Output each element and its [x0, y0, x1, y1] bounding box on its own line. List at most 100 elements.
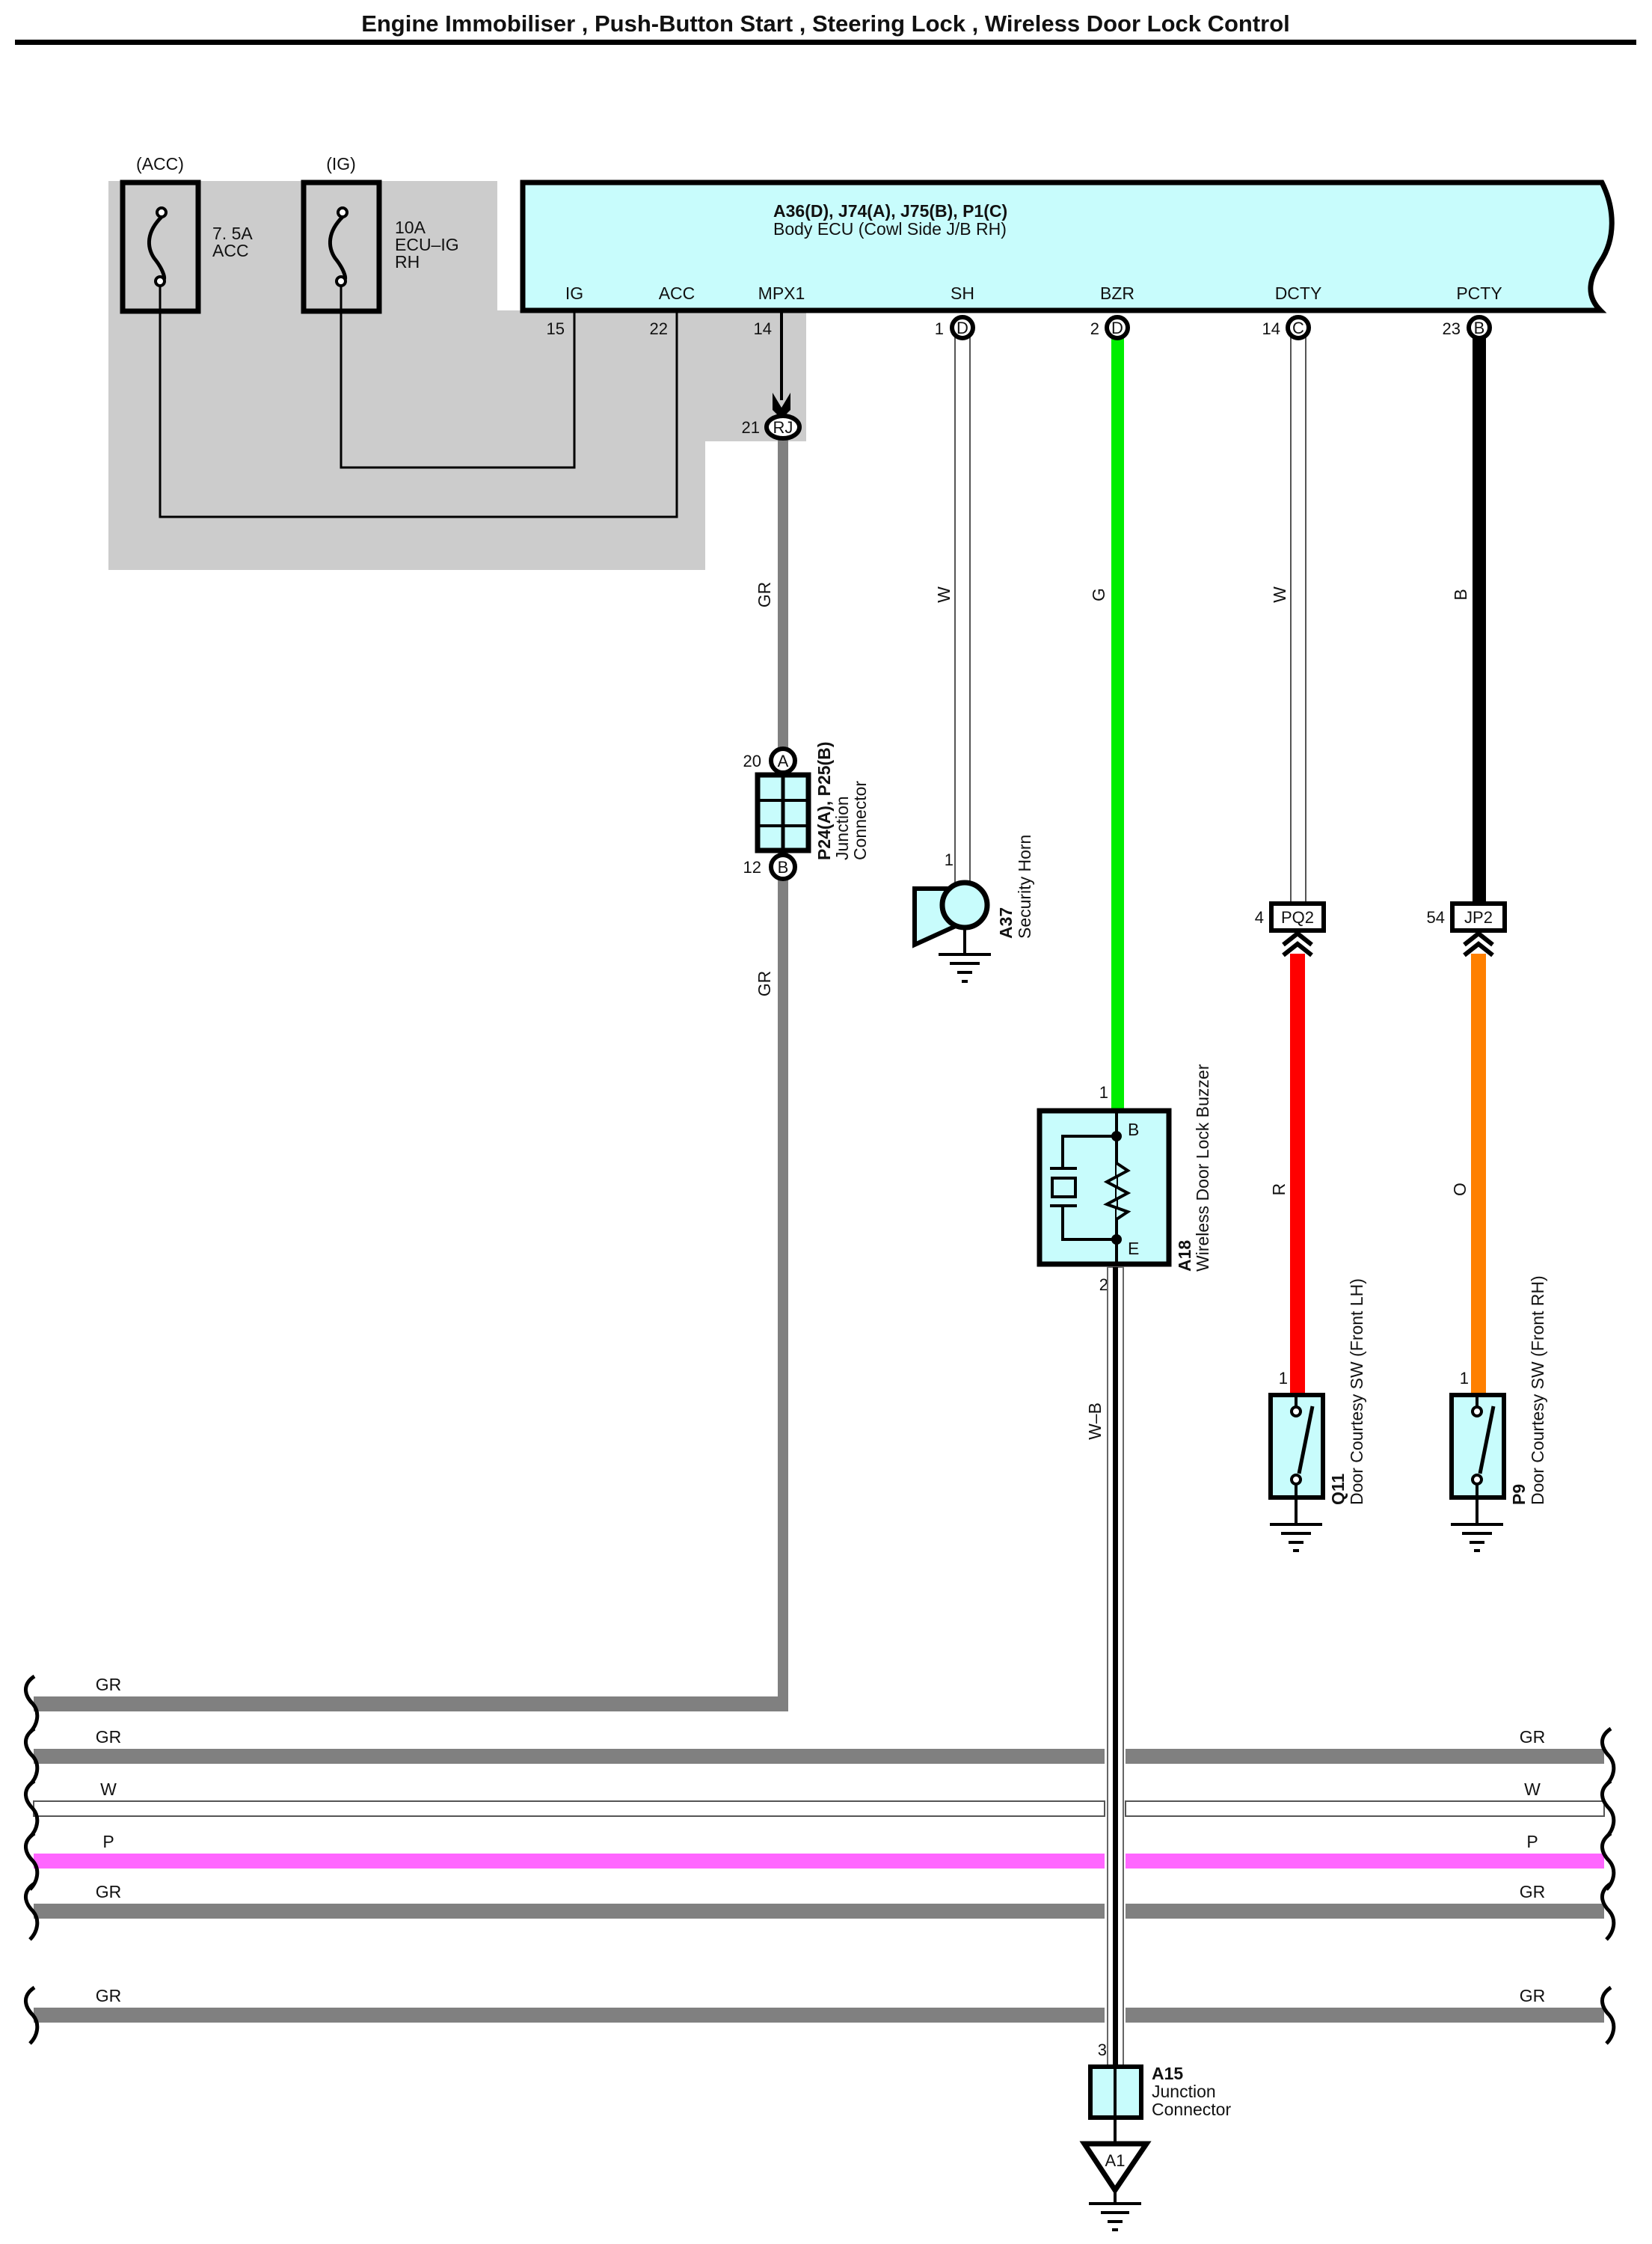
bus-wire-right-label: GR: [1520, 1882, 1546, 1901]
bus-wire-6-segment-2: [1126, 2008, 1604, 2023]
horn-name: Security Horn: [1015, 835, 1034, 939]
wire-g-bzr: [1111, 337, 1124, 1111]
bus-wire-3-segment-1: [33, 1800, 1105, 1817]
wire-acc-feed: [159, 286, 678, 518]
wire-break-icon: [1600, 1831, 1616, 1891]
pin-pcty: 23: [1443, 319, 1461, 338]
bus-wire-left-label: GR: [96, 1727, 122, 1747]
bus-wire-right-label: GR: [1520, 1986, 1546, 2005]
buzzer-pin-in: 1: [1099, 1083, 1108, 1102]
jp2-pin: 54: [1427, 908, 1445, 927]
wire-w-sh: [954, 336, 971, 883]
wire-r: [1290, 954, 1305, 1395]
fuse-ig-name: ECU–IG: [395, 235, 459, 254]
body-ecu-name: Body ECU (Cowl Side J/B RH): [773, 219, 1007, 239]
body-ecu: A36(D), J74(A), J75(B), P1(C) Body ECU (…: [520, 180, 1615, 313]
fuse-ig-rating: 10A: [395, 218, 426, 237]
wire-break-icon: [1600, 1726, 1616, 1786]
q11-id: Q11: [1328, 1474, 1348, 1505]
chevron-up-icon: [1282, 931, 1313, 957]
switch-icon: [1297, 1405, 1315, 1474]
a15-id: A15: [1152, 2064, 1183, 2083]
bus-wire-left-label: GR: [96, 1986, 122, 2005]
p24-pin-top: 20: [743, 752, 761, 770]
wire-label-b: B: [1451, 589, 1470, 600]
diagram-title: Engine Immobiliser , Push-Button Start ,…: [361, 10, 1290, 37]
wire-break-icon: [24, 1779, 40, 1839]
bus-wire-right-label: GR: [1520, 1727, 1546, 1747]
bzr-connector: [1105, 315, 1130, 340]
fuse-acc-source: (ACC): [136, 154, 184, 174]
body-ecu-connectors: A36(D), J74(A), J75(B), P1(C): [773, 201, 1007, 221]
bus-wire-6-segment-1: [34, 2008, 1105, 2023]
buzzer-term-e: E: [1128, 1239, 1139, 1258]
bus-wire-2-segment-2: [1126, 1749, 1604, 1764]
p24-conn-top: A: [778, 752, 789, 770]
wire-break-icon: [1600, 1985, 1616, 2045]
wire-w-dcty: [1290, 336, 1306, 904]
pin-bzr: 2: [1090, 319, 1099, 338]
p9-name: Door Courtesy SW (Front RH): [1528, 1275, 1547, 1505]
fuse-acc-rating: 7. 5A: [212, 224, 253, 243]
ground-icon: [1270, 1523, 1322, 1552]
p9-pin: 1: [1460, 1369, 1469, 1388]
connector-arrow-icon: [773, 393, 790, 419]
body-ecu-box: [520, 180, 1615, 313]
buzzer-name: Wireless Door Lock Buzzer: [1193, 1064, 1212, 1272]
p24-name2: Connector: [850, 781, 870, 860]
wire-break-icon: [1600, 1881, 1616, 1941]
bus-wire-5-segment-1: [34, 1904, 1105, 1919]
ground-icon: [1451, 1523, 1503, 1552]
fuse-ig-source: (IG): [326, 154, 356, 174]
bus-wire-4-segment-1: [34, 1854, 1105, 1869]
a15-name1: Junction: [1152, 2082, 1216, 2101]
sh-connector: [950, 315, 975, 340]
bus-wire-3-segment-2: [1125, 1800, 1605, 1817]
pin-dcty: 14: [1262, 319, 1280, 338]
buzzer-term-b: B: [1128, 1120, 1139, 1139]
fuse-ig-name2: RH: [395, 252, 420, 272]
jp2-label: JP2: [1464, 908, 1493, 927]
inline-connector-jp2: JP2 54: [1427, 901, 1507, 957]
resistor-icon: [1103, 1162, 1131, 1221]
p24-name1: Junction: [832, 796, 852, 860]
pq2-pin: 4: [1255, 908, 1264, 927]
dcty-connector: [1286, 315, 1311, 340]
rj-label: RJ: [773, 418, 793, 437]
chevron-up-icon: [1463, 931, 1494, 957]
bus-wire-2-segment-1: [34, 1749, 1105, 1764]
inline-connector-pq2: PQ2 4: [1255, 901, 1326, 957]
buzzer-pin-out: 2: [1099, 1275, 1108, 1294]
a15-name2: Connector: [1152, 2100, 1231, 2119]
terminal-dcty-label: DCTY: [1275, 283, 1322, 303]
door-courtesy-switch-front-rh: 1 P9 Door Courtesy SW (Front RH): [1449, 1275, 1547, 1552]
fuse-acc-name: ACC: [212, 241, 249, 260]
bus-wire-4-segment-2: [1126, 1854, 1604, 1869]
bus-wire-1-segment-1: [34, 1696, 788, 1711]
p9-id: P9: [1509, 1484, 1529, 1505]
terminal-mpx1-label: MPX1: [758, 283, 805, 303]
junction-connector-a15: 3 A15 Junction Connector: [1088, 2041, 1231, 2143]
pin-mpx1: 14: [754, 319, 772, 338]
bus-wire-left-label: W: [100, 1779, 117, 1799]
pin-ig: 15: [547, 319, 565, 338]
wire-break-icon: [24, 1674, 40, 1734]
wire-label-gr-upper: GR: [755, 582, 774, 608]
wire-label-o: O: [1450, 1183, 1470, 1196]
ground-point-a1: A1: [1079, 2141, 1152, 2231]
a1-label: A1: [1105, 2151, 1126, 2170]
bus-wire-5-segment-2: [1126, 1904, 1604, 1919]
bus-wire-right-label: P: [1526, 1832, 1538, 1851]
p24-id: P24(A), P25(B): [814, 742, 834, 860]
q11-pin: 1: [1279, 1369, 1288, 1388]
pq2-label: PQ2: [1281, 908, 1314, 927]
wire-b-pcty: [1473, 337, 1486, 904]
wire-break-icon: [24, 1985, 40, 2045]
pin-acc: 22: [650, 319, 668, 338]
q11-name: Door Courtesy SW (Front LH): [1347, 1278, 1366, 1505]
wire-wb-stripe: [1113, 1267, 1118, 2067]
rj-connector: [764, 414, 802, 441]
wire-label-wb: W–B: [1085, 1402, 1105, 1440]
switch-icon: [1478, 1405, 1496, 1474]
junction-connector-p24: A 20 B 12 P24(A), P25(B) Junction Connec…: [743, 742, 870, 881]
